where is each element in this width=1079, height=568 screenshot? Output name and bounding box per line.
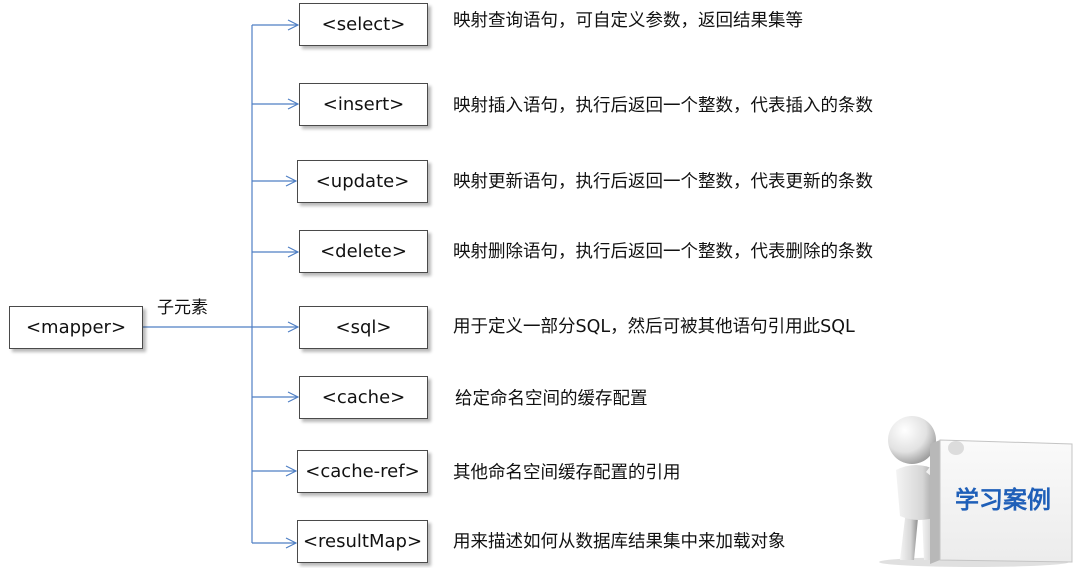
resultmap-description: 用来描述如何从数据库结果集中来加载对象	[453, 530, 786, 554]
mapper-node: <mapper>	[9, 306, 143, 349]
select-node-label: <select>	[322, 14, 406, 35]
update-node: <update>	[297, 160, 428, 203]
delete-node-label: <delete>	[320, 241, 407, 262]
cache-description: 给定命名空间的缓存配置	[455, 387, 648, 411]
delete-node: <delete>	[299, 230, 428, 273]
insert-node-label: <insert>	[323, 94, 404, 115]
select-description: 映射查询语句，可自定义参数，返回结果集等	[453, 9, 803, 33]
badge-title: 学习案例	[944, 480, 1062, 515]
update-description: 映射更新语句，执行后返回一个整数，代表更新的条数	[453, 170, 873, 194]
mapper-node-label: <mapper>	[26, 317, 126, 338]
delete-description: 映射删除语句，执行后返回一个整数，代表删除的条数	[453, 240, 873, 264]
sql-node: <sql>	[299, 306, 428, 349]
sql-description: 用于定义一部分SQL，然后可被其他语句引用此SQL	[453, 315, 855, 339]
cache-ref-node: <cache-ref>	[297, 450, 428, 493]
select-node: <select>	[299, 3, 428, 46]
update-node-label: <update>	[316, 171, 410, 192]
cache-node-label: <cache>	[322, 387, 405, 408]
insert-description: 映射插入语句，执行后返回一个整数，代表插入的条数	[453, 94, 873, 118]
cache-ref-node-label: <cache-ref>	[305, 461, 419, 482]
insert-node: <insert>	[299, 83, 428, 126]
cache-node: <cache>	[299, 376, 428, 419]
edge-label: 子元素	[157, 293, 208, 318]
cache-ref-description: 其他命名空间缓存配置的引用	[453, 461, 681, 485]
resultmap-node-label: <resultMap>	[303, 531, 422, 552]
sql-node-label: <sql>	[336, 317, 392, 338]
resultmap-node: <resultMap>	[297, 520, 428, 563]
